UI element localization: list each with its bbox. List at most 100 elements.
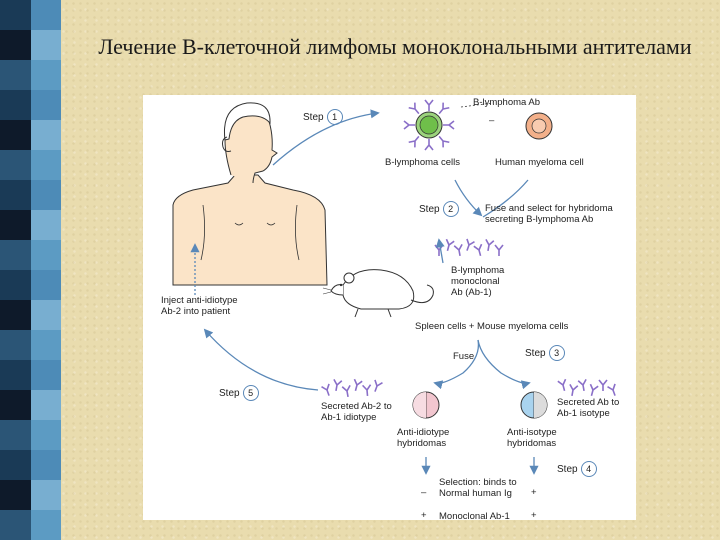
flow-arrows [190,109,539,475]
antibody-icon [341,384,351,398]
step-label: Step [303,112,324,123]
strip-square [31,150,61,180]
antibody-icon [453,243,463,257]
strip-square [31,300,61,330]
strip-square [0,30,31,60]
strip-square [0,60,31,90]
strip-square [0,300,31,330]
decorative-square-strip [0,0,62,540]
strip-square [0,120,31,150]
antibody-icon [362,384,372,397]
human-myeloma-cell [525,112,553,140]
strip-square [31,0,61,30]
antibody-icon [374,379,383,392]
step-number: 5 [242,385,259,401]
strip-square [31,30,61,60]
strip-square [0,360,31,390]
strip-square [31,210,61,240]
strip-square [31,360,61,390]
step-number: 3 [548,345,565,361]
strip-square [31,240,61,270]
monoclonal-ab1-row-label: Monoclonal Ab-1 [439,511,510,522]
diagram-panel: B-lymphoma Ab – B-lymphoma cells Human m… [143,95,636,522]
strip-square [0,240,31,270]
strip-square [0,180,31,210]
antibody-icon [333,378,343,392]
strip-square [0,90,31,120]
antibody-icon [577,378,587,392]
antibody-icon [598,379,608,391]
b-lymphoma-cell [415,111,443,139]
antibody-icon [445,238,455,252]
step-number: 1 [326,109,343,125]
antibody-icon [485,238,495,252]
antibody-icon [589,383,599,397]
strip-square [0,210,31,240]
antibody-icon [424,139,434,151]
strip-square [31,120,61,150]
strip-square [31,270,61,300]
antibody-icon [443,120,455,130]
secreted-ab2-label: Secreted Ab-2 to Ab-1 idiotype [321,401,392,423]
antibody-clusters [321,99,616,398]
strip-square [0,450,31,480]
step-number: 4 [580,461,597,477]
human-myeloma-cell-label: Human myeloma cell [495,157,584,168]
antibody-icon [438,135,450,148]
strip-square [0,330,31,360]
anti-idiotype-label: Anti-idiotype hybridomas [397,427,450,449]
anti-idiotype-hybridoma-cell [412,391,440,419]
antibody-icon [466,238,475,251]
antibody-icon [408,135,420,148]
step-number: 2 [442,201,459,217]
patient-figure [172,102,328,286]
step-label: Step [219,388,240,399]
plus-left: + [421,510,427,521]
antibody-icon [408,102,420,115]
antibody-icon [321,383,330,396]
antibody-icon [473,243,483,257]
strip-square [0,510,31,540]
strip-square [0,270,31,300]
inject-label: Inject anti-idiotype Ab-2 into patient [161,295,238,317]
minus-left: – [421,487,427,498]
strip-square [31,450,61,480]
strip-square [31,180,61,210]
secreted-ab-isotype-label: Secreted Ab to Ab-1 isotype [557,397,620,419]
minus-sign: – [489,115,495,126]
slide-title: Лечение В-клеточной лимфомы моноклональн… [98,34,692,59]
strip-square [31,480,61,510]
anti-isotype-label: Anti-isotype hybridomas [507,427,557,449]
b-lymphoma-ab-label: B-lymphoma Ab [473,97,541,108]
strip-square [31,510,61,540]
plus-right: + [531,487,537,498]
strip-square [0,150,31,180]
strip-square [31,90,61,120]
strip-square [0,480,31,510]
antibody-icon [557,378,567,392]
strip-square [31,330,61,360]
antibody-icon [607,383,616,396]
step-label: Step [419,204,440,215]
strip-square [0,0,31,30]
monoclonal-ab1-label: B-lymphoma monoclonal Ab (Ab-1) [451,265,505,298]
spleen-cells-label: Spleen cells + Mouse myeloma cells [415,321,569,332]
selection-label: Selection: binds to Normal human Ig [439,477,517,499]
antibody-icon [438,102,450,115]
fuse-label: Fuse [453,351,475,362]
strip-square [0,420,31,450]
strip-square [31,420,61,450]
strip-square [31,60,61,90]
step-label: Step [557,464,578,475]
antibody-icon [569,383,579,397]
mouse-figure [322,269,434,318]
antibody-icon [494,244,504,256]
strip-square [0,390,31,420]
antibody-icon [353,378,363,392]
plus-right-2: + [531,510,537,521]
b-lymphoma-cells-label: B-lymphoma cells [385,157,460,168]
step-label: Step [525,348,546,359]
